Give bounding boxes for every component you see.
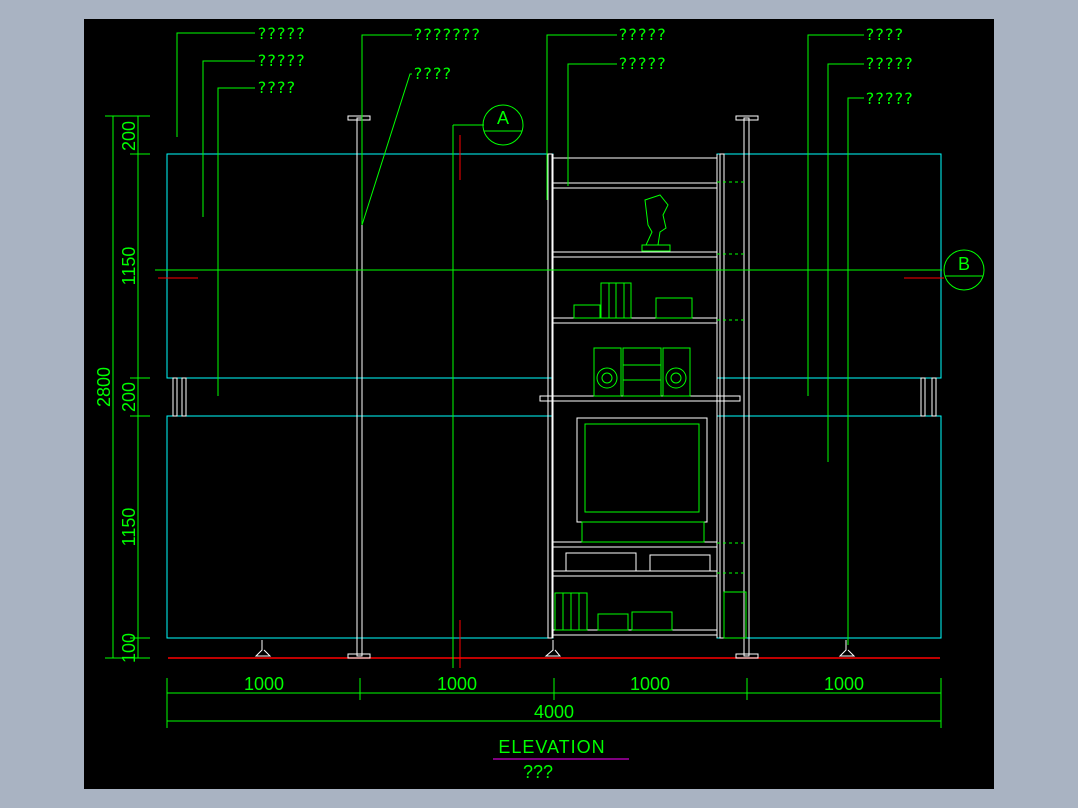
vdim-total: 2800 xyxy=(94,367,114,407)
elevation-drawing: A B ????? ????? ???? ??????? ???? ????? … xyxy=(84,19,994,789)
drawing-title: ELEVATION xyxy=(498,737,605,757)
hdim-2: 1000 xyxy=(437,674,477,694)
stereo-system xyxy=(593,347,691,397)
poles xyxy=(347,115,759,659)
hdim-total: 4000 xyxy=(534,702,574,722)
callout-6: ????? xyxy=(618,25,666,44)
callout-leaders xyxy=(176,32,864,645)
callout-7: ????? xyxy=(618,54,666,73)
vdim-200-top: 200 xyxy=(119,121,139,151)
drawing-subtitle: ??? xyxy=(523,762,553,782)
hdim-3: 1000 xyxy=(630,674,670,694)
books-upper xyxy=(573,282,693,319)
vertical-dimension-chain xyxy=(105,115,150,659)
television xyxy=(576,417,708,543)
callout-8: ???? xyxy=(865,25,904,44)
vdim-1150-lower: 1150 xyxy=(119,508,139,547)
callout-9: ????? xyxy=(865,54,913,73)
gap-legs xyxy=(172,377,937,417)
callout-3: ???? xyxy=(257,78,296,97)
horizontal-dimension-chain xyxy=(166,678,942,728)
av-devices xyxy=(565,552,711,572)
drawing-background xyxy=(84,19,994,789)
section-marker-a: A xyxy=(482,104,524,146)
callout-2: ????? xyxy=(257,51,305,70)
section-marker-b: B xyxy=(943,249,985,291)
vdim-200-mid: 200 xyxy=(119,382,139,412)
callout-10: ????? xyxy=(865,89,913,108)
bust-sculpture xyxy=(641,194,671,252)
callout-1: ????? xyxy=(257,24,305,43)
hdim-1: 1000 xyxy=(244,674,284,694)
books-lower xyxy=(554,591,747,639)
vdim-100-bottom: 100 xyxy=(119,633,139,663)
feet xyxy=(254,640,856,657)
hardware-markers xyxy=(717,181,745,574)
marker-a-text: A xyxy=(497,108,509,128)
vdim-1150-upper: 1150 xyxy=(119,247,139,286)
marker-b-text: B xyxy=(958,254,970,274)
hdim-4: 1000 xyxy=(824,674,864,694)
callout-4: ??????? xyxy=(413,25,480,44)
cad-drawing-area: A B ????? ????? ???? ??????? ???? ????? … xyxy=(84,19,994,789)
callout-5: ???? xyxy=(413,64,452,83)
